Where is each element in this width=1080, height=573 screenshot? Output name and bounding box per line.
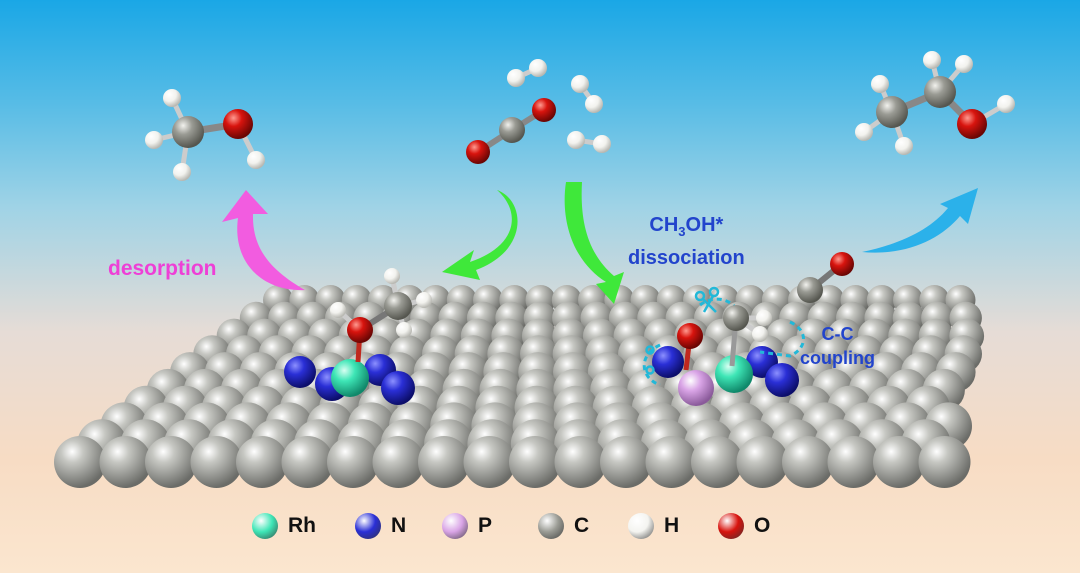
surface-atom: [99, 436, 152, 488]
legend-swatch: [628, 513, 654, 539]
dopant-atom: [765, 363, 799, 397]
surface-atom: [827, 436, 880, 488]
surface-atom: [782, 436, 834, 488]
surface-atom: [372, 436, 425, 488]
surface-atom: [418, 436, 470, 488]
cc-coupling-label: C-C coupling: [800, 322, 875, 370]
surface-atom: [54, 436, 106, 488]
surface-atom: [281, 436, 334, 488]
adsorbed-methanol: [330, 268, 432, 363]
surface-atom: [918, 436, 971, 488]
dopant-atom: [652, 346, 684, 378]
reactant-arrow-right: [564, 182, 624, 304]
surface-atom: [736, 436, 789, 488]
legend-label: O: [754, 514, 771, 537]
cc-line-2: coupling: [800, 348, 875, 368]
dopant-atom: [678, 370, 714, 406]
legend-item-o: O: [718, 508, 770, 544]
surface-atom: [327, 436, 379, 488]
surface-atom: [509, 436, 561, 488]
formula-part: CH: [649, 214, 679, 236]
product-arrow: [862, 188, 978, 253]
surface-atom: [554, 436, 607, 488]
scissors-icon: [645, 286, 720, 375]
legend-item-p: P: [442, 508, 492, 544]
formula-part: OH*: [685, 214, 724, 236]
surface-atom: [190, 436, 243, 488]
dissociation-label: CH3OH* dissociation: [628, 212, 745, 271]
legend-label: H: [664, 514, 680, 537]
legend-item-rh: Rh: [252, 508, 316, 544]
legend-swatch: [718, 513, 744, 539]
legend-swatch: [442, 513, 468, 539]
dopant-atom: [715, 355, 753, 393]
catalyst-surface: [54, 285, 985, 488]
desorption-label: desorption: [108, 257, 217, 280]
gas-co-h2: [466, 59, 611, 164]
ethanol-product: [855, 51, 1015, 155]
element-legend: Rh N P C H O: [0, 508, 1080, 544]
legend-label: C: [574, 514, 590, 537]
surface-atom: [691, 436, 743, 488]
dissociation-word: dissociation: [628, 247, 745, 269]
legend-swatch: [252, 513, 278, 539]
legend-swatch: [355, 513, 381, 539]
legend-label: Rh: [288, 514, 316, 537]
surface-atom: [645, 436, 698, 488]
dopant-atom: [331, 359, 369, 397]
surface-atom: [600, 436, 652, 488]
cc-line-1: C-C: [821, 324, 854, 344]
surface-atom: [236, 436, 288, 488]
dopant-atom: [381, 371, 415, 405]
reactant-arrow-left: [442, 190, 518, 280]
desorption-arrow: [222, 190, 305, 291]
legend-item-c: C: [538, 508, 589, 544]
cc-coupling-marks: [642, 297, 805, 387]
legend-swatch: [538, 513, 564, 539]
dopant-atom: [284, 356, 316, 388]
desorbed-methanol: [145, 89, 265, 181]
legend-label: N: [391, 514, 407, 537]
formula-subscript: 3: [678, 224, 686, 239]
surface-atom: [463, 436, 516, 488]
adsorbed-intermediates: [677, 252, 854, 371]
legend-item-h: H: [628, 508, 679, 544]
legend-item-n: N: [355, 508, 406, 544]
surface-atom: [145, 436, 197, 488]
surface-atom: [873, 436, 925, 488]
dopant-sites: [284, 346, 799, 406]
legend-label: P: [478, 514, 493, 537]
